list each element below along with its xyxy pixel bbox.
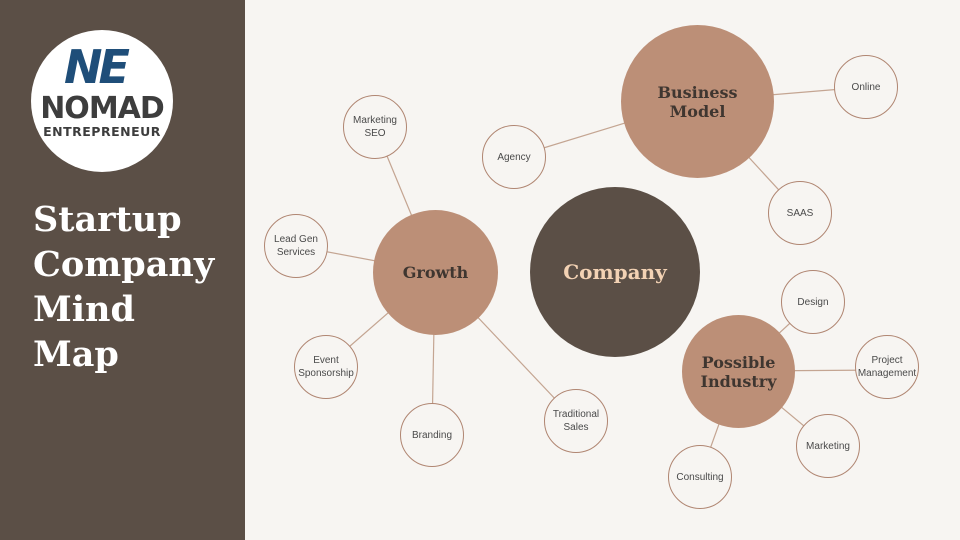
node-lead-gen-services: Lead Gen Services	[264, 214, 328, 278]
logo-subtitle: ENTREPRENEUR	[43, 124, 161, 139]
node-project-management: Project Management	[855, 335, 919, 399]
node-possible-industry: Possible Industry	[682, 315, 795, 428]
node-branding: Branding	[400, 403, 464, 467]
node-business-model: Business Model	[621, 25, 774, 178]
logo-mark: NE	[64, 40, 130, 94]
logo-word: NOMAD	[40, 91, 165, 126]
node-design: Design	[781, 270, 845, 334]
page-title: Startup Company Mind Map	[33, 197, 214, 377]
node-consulting: Consulting	[668, 445, 732, 509]
nomad-entrepreneur-logo: NE NOMAD ENTREPRENEUR	[31, 30, 173, 172]
sidebar: NE NOMAD ENTREPRENEUR Startup Company Mi…	[0, 0, 245, 540]
title-line: Company	[33, 244, 215, 285]
node-marketing: Marketing	[796, 414, 860, 478]
title-line: Mind	[33, 289, 135, 330]
node-marketing-seo: Marketing SEO	[343, 95, 407, 159]
node-agency: Agency	[482, 125, 546, 189]
node-growth: Growth	[373, 210, 498, 335]
title-line: Map	[33, 334, 119, 375]
node-traditional-sales: Traditional Sales	[544, 389, 608, 453]
node-event-sponsorship: Event Sponsorship	[294, 335, 358, 399]
center-node-company: Company	[530, 187, 700, 357]
node-saas: SAAS	[768, 181, 832, 245]
title-line: Startup	[33, 199, 182, 240]
node-online: Online	[834, 55, 898, 119]
